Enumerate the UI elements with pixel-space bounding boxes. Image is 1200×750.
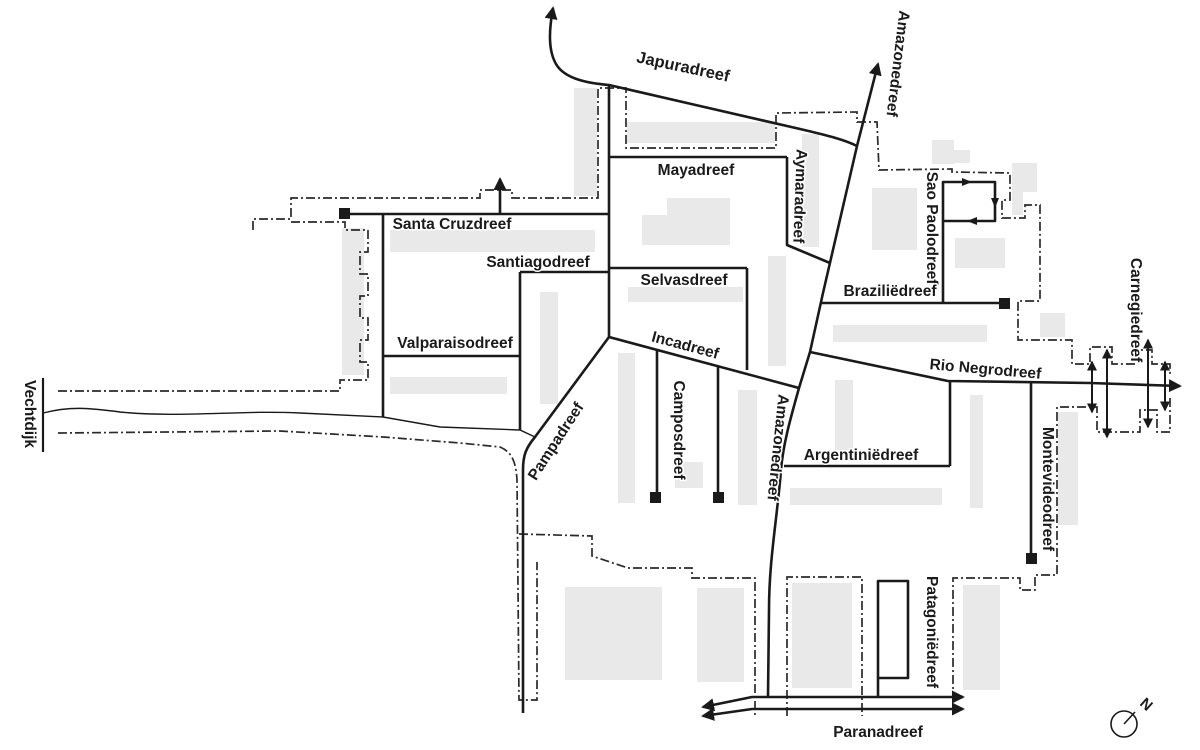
building [802, 134, 819, 247]
building [675, 462, 703, 488]
building [390, 377, 507, 394]
building [932, 150, 970, 163]
street-label-mayadreef: Mayadreef [658, 162, 736, 179]
road-amazonedreef [766, 145, 859, 698]
road-japuradreef [544, 6, 858, 148]
dead-end-markers [339, 208, 1037, 564]
compass-needle [1123, 711, 1136, 725]
road-paranadreef-south [701, 702, 965, 721]
road-amazonedreef-north [855, 62, 882, 147]
building [833, 325, 987, 342]
street-label-pampadreef: Pampadreef [525, 399, 588, 483]
street-label-argentiniedreef: Argentiniëdreef [804, 447, 919, 464]
boundary-south-chain [518, 533, 756, 716]
street-label-valparaisodreef: Valparaisodreef [397, 335, 513, 352]
building [790, 488, 942, 505]
building [792, 583, 852, 688]
street-label-amazonedreef-north: Amazonedreef [882, 10, 912, 119]
building [970, 395, 983, 508]
building [955, 238, 1005, 268]
one-way-arrow [991, 198, 999, 208]
building [574, 88, 597, 196]
building [390, 230, 595, 252]
road-aymaradreef [785, 157, 831, 265]
dead-end-marker [339, 208, 350, 219]
building [872, 188, 917, 250]
municipal-boundary [57, 87, 1171, 716]
compass: N [1110, 695, 1156, 738]
dead-end-marker [1026, 553, 1037, 564]
road-patagoniedreef-loop [876, 579, 910, 697]
street-label-santa-cruzdreef: Santa Cruzdreef [393, 216, 513, 233]
building [540, 292, 558, 404]
street-label-aymaradreef: Aymaradreef [789, 149, 809, 245]
street-label-japuradreef: Japuradreef [635, 48, 732, 85]
street-label-amazonedreef-mid: Amazonedreef [763, 393, 791, 502]
building [768, 256, 786, 366]
building [697, 588, 744, 682]
road-incadreef [608, 335, 800, 390]
street-label-braziliedreef: Braziliëdreef [843, 283, 937, 300]
dead-end-marker [713, 492, 724, 503]
building [738, 390, 757, 505]
building [565, 587, 662, 680]
building [618, 353, 635, 503]
building [835, 380, 853, 450]
compass-north-label: N [1136, 695, 1155, 715]
boundary-southeast [952, 398, 1171, 714]
street-label-camposdreef: Camposdreef [670, 380, 687, 480]
building [1040, 313, 1065, 337]
building [667, 198, 730, 215]
road-vechtdijk [42, 407, 536, 438]
compass-circle [1110, 710, 1138, 738]
street-label-carnegiedreef: Carnegiedreef [1127, 258, 1144, 363]
boundary-west-lower [57, 430, 538, 701]
one-way-arrow [967, 217, 977, 225]
building [1012, 163, 1037, 192]
building [642, 215, 730, 245]
boundary-north [252, 87, 1171, 375]
building [963, 585, 1000, 690]
dead-end-marker [650, 492, 661, 503]
building [1012, 192, 1023, 215]
boundary-west-upper [58, 221, 369, 392]
street-label-vechtdijk: Vechtdijk [21, 380, 38, 448]
street-label-selvasdreef: Selvasdreef [640, 272, 728, 289]
street-label-paranadreef: Paranadreef [833, 724, 923, 741]
boundary-parana-block [786, 576, 863, 716]
building [1058, 412, 1078, 525]
building [627, 122, 775, 143]
building [628, 287, 743, 302]
building [342, 228, 364, 375]
street-label-montevideodreef: Montevideodreef [1039, 427, 1056, 552]
street-label-sao-paolodreef: Sao Paolodreef [923, 172, 940, 286]
carnegiedreef-through-arrows [1087, 338, 1170, 439]
street-label-rio-negrodreef: Rio Negrodreef [929, 356, 1043, 383]
one-way-arrow [962, 178, 972, 186]
roads [41, 6, 1182, 721]
street-labels: Japuradreef Amazonedreef Mayadreef Aymar… [20, 8, 1146, 742]
road-paranadreef-north [701, 690, 965, 712]
dead-end-marker [999, 298, 1010, 309]
buildings [342, 88, 1078, 690]
street-label-santiagodreef: Santiagodreef [486, 254, 590, 271]
road-rio-negrodreef [809, 350, 1182, 393]
street-label-patagoniedreef: Patagoniëdreef [923, 576, 940, 689]
